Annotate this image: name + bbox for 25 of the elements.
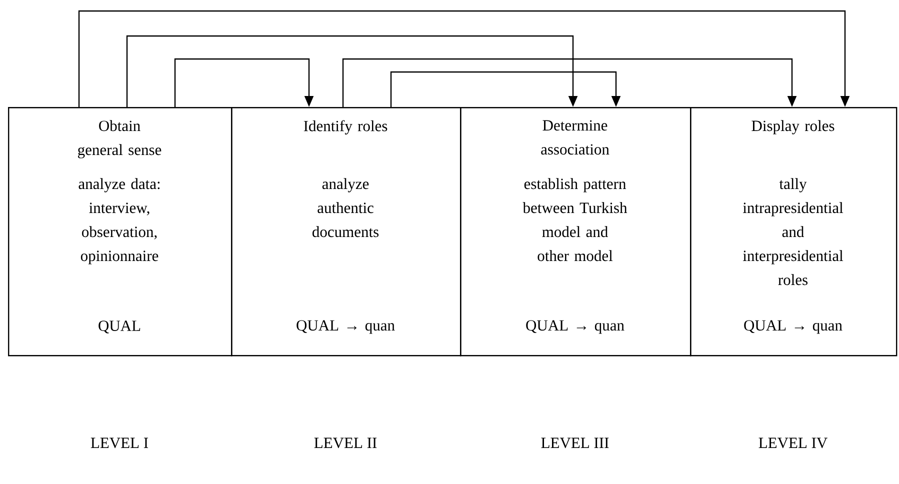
box-description: analyze authentic documents xyxy=(312,178,379,238)
box-heading: Identify roles xyxy=(304,120,388,134)
level-box xyxy=(231,107,462,356)
method-label: QUAL → quan xyxy=(296,320,395,334)
connector-arrow xyxy=(390,71,621,107)
connector-arrow xyxy=(174,58,314,107)
level-label: LEVEL III xyxy=(541,438,609,448)
method-label: QUAL xyxy=(98,320,140,334)
level-box xyxy=(690,107,898,356)
box-description: tally intrapresidential and interpresidential roles xyxy=(742,178,844,286)
level-box xyxy=(460,107,692,356)
method-label: QUAL → quan xyxy=(526,320,624,334)
level-label: LEVEL II xyxy=(314,438,377,448)
connector-arrow xyxy=(342,58,797,107)
connector-arrow xyxy=(126,35,578,107)
box-description: analyze data: interview, observation, opinionnaire xyxy=(78,178,160,264)
level-label: LEVEL IV xyxy=(758,438,828,448)
box-heading: Obtain general sense xyxy=(78,120,162,158)
box-heading: Determine association xyxy=(541,120,610,155)
level-box xyxy=(8,107,232,356)
method-label: QUAL → quan xyxy=(744,320,842,334)
level-label: LEVEL I xyxy=(90,438,148,448)
box-heading: Display roles xyxy=(752,120,834,134)
connector-arrow xyxy=(78,10,850,107)
box-description: establish pattern between Turkish model and other model xyxy=(522,178,628,262)
